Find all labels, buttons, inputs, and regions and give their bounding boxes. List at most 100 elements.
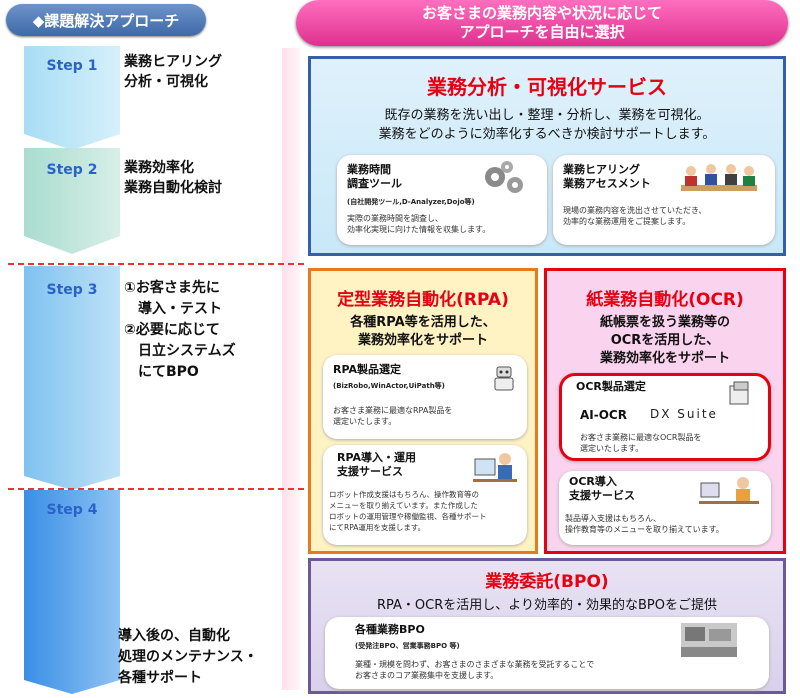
step1-desc-line: 業務ヒアリング xyxy=(124,52,222,72)
step1-desc-line: 分析・可視化 xyxy=(124,72,222,92)
card-desc-line: メニューを取り揃えています。また作成した xyxy=(329,500,487,511)
ocr-desc-line: 業務効率化をサポート xyxy=(547,350,783,368)
step4-desc-line: 処理のメンテナンス・ xyxy=(118,647,258,668)
time-survey-desc: 実際の業務時間を調査し、 効率化実現に向けた情報を収集します。 xyxy=(347,213,490,235)
rpa-desc-line: 各種RPA等を活用した、 xyxy=(311,314,535,332)
card-title-line: OCR導入 xyxy=(569,475,635,489)
card-desc-line: 操作教育等のメニューを取り揃えています。 xyxy=(565,524,724,535)
card-title-line: 業務ヒアリング xyxy=(563,163,651,177)
rpa-product-sub: (BizRobo,WinActor,UiPath等) xyxy=(333,381,445,391)
ocr-desc-line: 紙帳票を扱う業務等の xyxy=(547,314,783,332)
bpo-service-sub: (受発注BPO、営業事務BPO 等) xyxy=(355,641,460,651)
rpa-box: 定型業務自動化(RPA) 各種RPA等を活用した、 業務効率化をサポート RPA… xyxy=(308,268,538,554)
step4-desc-line: 導入後の、自動化 xyxy=(118,626,258,647)
step2-desc: 業務効率化 業務自動化検討 xyxy=(124,158,222,198)
rpa-product-title: RPA製品選定 xyxy=(333,363,401,377)
step3-label: Step 3 xyxy=(24,282,120,298)
ocr-support-desc: 製品導入支援はもちろん、 操作教育等のメニューを取り揃えています。 xyxy=(565,513,724,535)
card-desc-line: 効率的な業務運用をご提案します。 xyxy=(563,216,706,227)
step4-desc-line: 各種サポート xyxy=(118,668,258,689)
card-desc-line: 選定いたします。 xyxy=(580,443,701,454)
card-title-line: 支援サービス xyxy=(569,489,635,503)
card-title-line: 業務アセスメント xyxy=(563,177,651,191)
bpo-service-title: 各種業務BPO xyxy=(355,623,425,637)
bpo-service-card: 各種業務BPO (受発注BPO、営業事務BPO 等) 業種・規模を問わず、お客さ… xyxy=(325,617,769,689)
card-desc-line: 現場の業務内容を洗出させていただき、 xyxy=(563,205,706,216)
step1-desc: 業務ヒアリング 分析・可視化 xyxy=(124,52,222,92)
step4-label: Step 4 xyxy=(24,502,120,518)
ai-ocr-logo: AI-OCR xyxy=(580,408,627,422)
bpo-desc: RPA・OCRを活用し、より効率的・効果的なBPOをご提供 xyxy=(311,594,783,613)
ocr-box: 紙業務自動化(OCR) 紙帳票を扱う業務等の OCRを活用した、 業務効率化をサ… xyxy=(544,268,786,554)
rpa-support-title: RPA導入・運用 支援サービス xyxy=(337,451,416,479)
card-desc-line: ロボットの運用管理や稼働監視、各種サポート xyxy=(329,511,487,522)
card-desc-line: お客さま業務に最適なRPA製品を xyxy=(333,405,452,416)
bpo-service-desc: 業種・規模を問わず、お客さまのさまざまな業務を受託することで お客さまのコア業務… xyxy=(355,659,594,681)
pc-worker-icon xyxy=(473,449,517,487)
rpa-support-card: RPA導入・運用 支援サービス ロボット作成支援はもちろん、操作教育等の メニュ… xyxy=(323,445,527,545)
step2-label: Step 2 xyxy=(24,162,120,178)
card-desc-line: 実際の業務時間を調査し、 xyxy=(347,213,490,224)
time-survey-card: 業務時間 調査ツール (自社開発ツール,D-Analyzer,Dojo等) 実際… xyxy=(337,155,547,245)
office-worker-icon xyxy=(699,475,759,509)
step1-label: Step 1 xyxy=(24,58,120,74)
step4-arrow xyxy=(24,490,120,694)
time-survey-title: 業務時間 調査ツール xyxy=(347,163,402,191)
rpa-title: 定型業務自動化(RPA) xyxy=(311,285,535,310)
ocr-desc: 紙帳票を扱う業務等の OCRを活用した、 業務効率化をサポート xyxy=(547,314,783,368)
bpo-title: 業務委託(BPO) xyxy=(311,567,783,592)
step2-desc-line: 業務自動化検討 xyxy=(124,178,222,198)
card-desc-line: 業種・規模を問わず、お客さまのさまざまな業務を受託することで xyxy=(355,659,594,670)
robot-icon xyxy=(491,365,517,395)
right-header-line2: アプローチを自由に選択 xyxy=(459,23,624,42)
step3-desc: ①お客さま先に 導入・テスト ②必要に応じて 日立システムズ にてBPO xyxy=(124,278,236,383)
step2-desc-line: 業務効率化 xyxy=(124,158,222,178)
rpa-desc-line: 業務効率化をサポート xyxy=(311,332,535,350)
card-desc-line: 選定いたします。 xyxy=(333,416,452,427)
card-title-line: 業務時間 xyxy=(347,163,402,177)
card-desc-line: にてRPA運用を支援します。 xyxy=(329,522,487,533)
card-desc-line: 効率化実現に向けた情報を収集します。 xyxy=(347,224,490,235)
step4-desc: 導入後の、自動化 処理のメンテナンス・ 各種サポート xyxy=(118,626,258,689)
office-photo-icon xyxy=(681,623,737,657)
analysis-desc: 既存の業務を洗い出し・整理・分析し、業務を可視化。 業務をどのように効率化するべ… xyxy=(311,106,783,144)
assessment-desc: 現場の業務内容を洗出させていただき、 効率的な業務運用をご提案します。 xyxy=(563,205,706,227)
right-header: お客さまの業務内容や状況に応じて アプローチを自由に選択 xyxy=(296,0,788,46)
card-desc-line: 製品導入支援はもちろん、 xyxy=(565,513,724,524)
ocr-title: 紙業務自動化(OCR) xyxy=(547,285,783,310)
step3-arrow xyxy=(24,266,120,490)
rpa-desc: 各種RPA等を活用した、 業務効率化をサポート xyxy=(311,314,535,350)
time-survey-sub: (自社開発ツール,D-Analyzer,Dojo等) xyxy=(347,197,475,207)
analysis-desc-line: 既存の業務を洗い出し・整理・分析し、業務を可視化。 xyxy=(311,106,783,125)
bpo-box: 業務委託(BPO) RPA・OCRを活用し、より効率的・効果的なBPOをご提供 … xyxy=(308,558,786,694)
card-desc-line: お客さまのコア業務集中を支援します。 xyxy=(355,670,594,681)
card-title-line: 支援サービス xyxy=(337,465,416,479)
ocr-product-desc: お客さま業務に最適なOCR製品を 選定いたします。 xyxy=(580,432,701,454)
assessment-title: 業務ヒアリング 業務アセスメント xyxy=(563,163,651,191)
assessment-card: 業務ヒアリング 業務アセスメント 現場の業務内容を洗出させていただき、 効率的な… xyxy=(553,155,775,245)
analysis-title: 業務分析・可視化サービス xyxy=(311,71,783,100)
card-title-line: RPA導入・運用 xyxy=(337,451,416,465)
ocr-support-card: OCR導入 支援サービス 製品導入支援はもちろん、 操作教育等のメニューを取り揃… xyxy=(559,471,771,545)
rpa-support-desc: ロボット作成支援はもちろん、操作教育等の メニューを取り揃えています。また作成し… xyxy=(329,489,487,533)
divider-line-1 xyxy=(8,263,304,265)
divider-line-2 xyxy=(8,488,304,490)
fan-shape xyxy=(282,48,300,690)
ocr-product-title: OCR製品選定 xyxy=(576,380,646,394)
step3-desc-line: にてBPO xyxy=(124,362,236,383)
step3-desc-line: 日立システムズ xyxy=(124,341,236,362)
card-desc-line: ロボット作成支援はもちろん、操作教育等の xyxy=(329,489,487,500)
rpa-product-card: RPA製品選定 (BizRobo,WinActor,UiPath等) お客さま業… xyxy=(323,355,527,439)
step3-desc-line: ②必要に応じて xyxy=(124,320,236,341)
card-title-line: 調査ツール xyxy=(347,177,402,191)
step3-desc-line: 導入・テスト xyxy=(124,299,236,320)
step3-desc-line: ①お客さま先に xyxy=(124,278,236,299)
rpa-product-desc: お客さま業務に最適なRPA製品を 選定いたします。 xyxy=(333,405,452,427)
card-desc-line: お客さま業務に最適なOCR製品を xyxy=(580,432,701,443)
ocr-product-card: OCR製品選定 AI-OCR DX Suite お客さま業務に最適なOCR製品を… xyxy=(559,373,771,461)
analysis-service-box: 業務分析・可視化サービス 既存の業務を洗い出し・整理・分析し、業務を可視化。 業… xyxy=(308,56,786,256)
gears-icon xyxy=(477,159,533,203)
analysis-desc-line: 業務をどのように効率化するべきか検討サポートします。 xyxy=(311,125,783,144)
ocr-desc-line: OCRを活用した、 xyxy=(547,332,783,350)
dx-suite-logo: DX Suite xyxy=(650,407,718,421)
